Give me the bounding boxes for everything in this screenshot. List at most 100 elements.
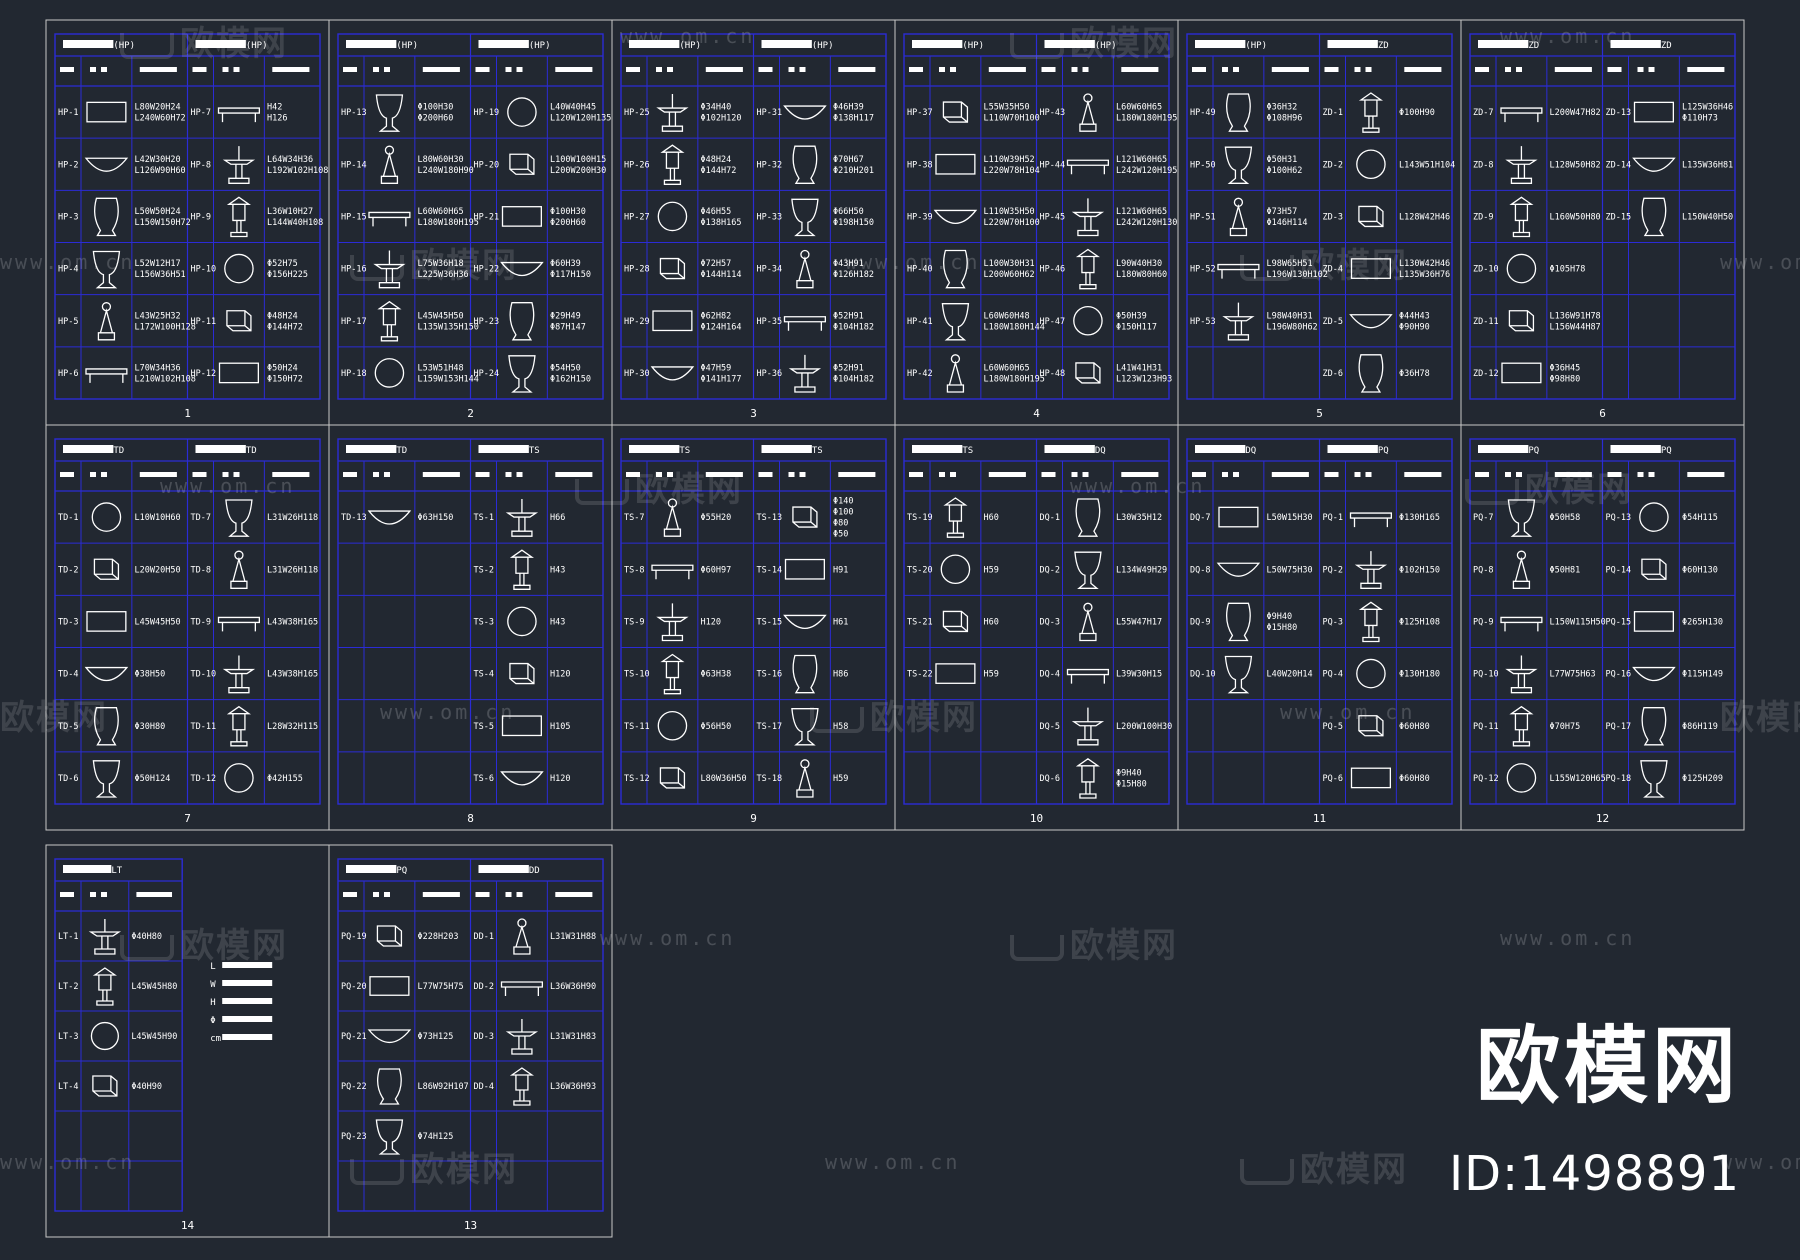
col-header-image-a — [505, 892, 512, 897]
item-size-line: L98W65H51 — [1267, 259, 1313, 269]
item-size-line: L200W47H82 — [1550, 108, 1601, 118]
col-header-code — [758, 472, 773, 477]
garden-lamp-icon — [1075, 758, 1100, 799]
item-code: PQ-16 — [1606, 670, 1632, 680]
item-size: Φ115H149 — [1682, 670, 1723, 680]
statue-base-icon — [380, 151, 399, 184]
col-header-size — [555, 892, 593, 897]
cube-block-icon — [509, 662, 535, 685]
item-size-line: Φ100H30 — [418, 103, 454, 113]
series-header-left-bar — [912, 40, 963, 48]
series-header-right-bar — [478, 40, 529, 48]
col-header-code — [343, 892, 357, 897]
item-code: HP-16 — [341, 265, 367, 275]
cube-block-icon — [1641, 558, 1667, 580]
watermark-model-id: ID:1498891 — [1448, 1146, 1740, 1202]
item-size-line: L45W45H90 — [131, 1032, 177, 1042]
item-size: L45W45H90 — [131, 1032, 177, 1042]
item-size-line: L180W80H60 — [1116, 270, 1167, 280]
item-size-line: L50W15H30 — [1267, 513, 1313, 523]
item-code: PQ-19 — [341, 932, 367, 942]
series-header-left-bar — [629, 40, 680, 48]
col-header-size — [1271, 472, 1309, 477]
item-code: PQ-20 — [341, 982, 367, 992]
item-size: Φ102H150 — [1399, 565, 1440, 575]
item-size: Φ265H130 — [1682, 617, 1723, 627]
col-header-code — [343, 472, 357, 477]
fountain-icon — [788, 354, 822, 393]
series-header-left-bar — [1195, 445, 1246, 453]
col-header-image-b — [1233, 67, 1239, 72]
item-code: DQ-3 — [1040, 617, 1060, 627]
item-size: L77W75H75 — [418, 982, 464, 992]
garden-lamp-icon — [377, 300, 402, 342]
item-code: PQ-15 — [1606, 617, 1632, 627]
item-code: HP-27 — [624, 212, 650, 222]
planter-box-icon — [1350, 767, 1391, 789]
garden-lamp-icon — [226, 705, 251, 747]
item-code: DQ-2 — [1040, 565, 1060, 575]
item-size-line: L55W47H17 — [1116, 617, 1162, 627]
bench-icon — [85, 368, 128, 383]
item-size: Φ130H180 — [1399, 670, 1440, 680]
item-code: PQ-3 — [1323, 617, 1343, 627]
item-size-line: H120 — [550, 670, 570, 680]
item-size-line: Φ47H59 — [701, 363, 732, 373]
item-size-line: L220W70H100 — [984, 218, 1040, 228]
item-code: HP-24 — [474, 369, 500, 379]
col-header-size — [422, 67, 460, 72]
item-size: L80W36H50 — [701, 774, 747, 784]
item-size: H43 — [550, 565, 565, 575]
cube-block-icon — [942, 101, 969, 123]
series-header-left: PQ — [396, 866, 407, 876]
item-code: PQ-7 — [1473, 513, 1493, 523]
item-size-line: Φ100H30 — [550, 207, 586, 217]
item-size-line: H59 — [984, 565, 999, 575]
item-code: HP-44 — [1040, 160, 1066, 170]
item-size: Φ60H80 — [1399, 722, 1430, 732]
item-size-line: Φ50 — [833, 530, 848, 540]
item-size-line: L135W135H150 — [418, 322, 479, 332]
item-size-line: L125W36H46 — [1682, 103, 1733, 113]
col-header-image-b — [516, 472, 523, 477]
col-header-size — [555, 67, 593, 72]
col-header-size — [139, 67, 177, 72]
item-size: L20W20H50 — [135, 565, 181, 575]
item-size-line: L60W60H65 — [984, 363, 1030, 373]
item-size: H86 — [833, 670, 848, 680]
urn-icon — [1507, 499, 1536, 537]
item-size-line: L240W60H72 — [135, 114, 186, 124]
urn-icon — [1224, 146, 1253, 184]
planter-box-icon — [218, 362, 259, 384]
col-header-size — [1687, 472, 1725, 477]
cube-block-icon — [1358, 715, 1384, 737]
item-size: L55W47H17 — [1116, 617, 1162, 627]
item-size-line: Φ150H117 — [1116, 322, 1157, 332]
cube-block-icon — [93, 558, 120, 580]
col-header-size — [838, 472, 876, 477]
item-size-line: Φ80 — [833, 519, 848, 529]
item-size: Φ125H209 — [1682, 774, 1723, 784]
item-size-line: H42 — [267, 103, 282, 113]
col-header-size — [422, 892, 460, 897]
item-size-line: L31W26H118 — [267, 565, 318, 575]
bowl-planter-icon — [1632, 666, 1676, 682]
item-size-line: L36W36H93 — [550, 1082, 596, 1092]
series-header-left: (HP) — [962, 41, 984, 51]
item-size-line: H58 — [833, 722, 848, 732]
item-code: HP-18 — [341, 369, 367, 379]
item-size-line: L31W31H88 — [550, 932, 596, 942]
item-size-line: Φ50H58 — [1550, 513, 1581, 523]
col-header-image-a — [1354, 67, 1361, 72]
